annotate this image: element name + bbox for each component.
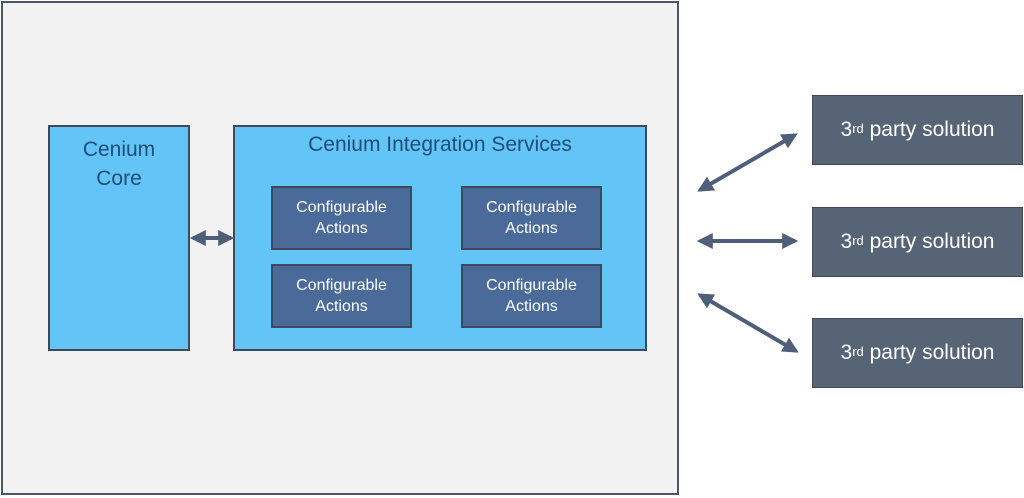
third-party-arrow-1 — [697, 133, 798, 192]
integration-services-box: Cenium Integration Services Configurable… — [233, 125, 647, 351]
action-label-line1: Configurable — [486, 199, 577, 216]
action-label-line2: Actions — [315, 298, 368, 315]
action-label-line1: Configurable — [486, 277, 577, 294]
action-label-line1: Configurable — [296, 199, 387, 216]
third-party-arrow-3 — [697, 293, 799, 353]
action-label-line2: Actions — [315, 220, 368, 237]
configurable-actions-box: Configurable Actions — [271, 186, 412, 250]
core-label-line1: Cenium — [82, 138, 156, 161]
third-party-text: party solution — [863, 118, 995, 141]
third-party-sup: rd — [852, 120, 864, 136]
third-party-num: 3 — [840, 118, 853, 141]
action-label-line2: Actions — [505, 220, 558, 237]
configurable-actions-box: Configurable Actions — [271, 264, 412, 328]
third-party-sup: rd — [852, 343, 864, 359]
cenium-core-box: Cenium Core — [48, 125, 190, 351]
services-title: Cenium Integration Services — [308, 133, 572, 156]
action-label-line2: Actions — [505, 298, 558, 315]
third-party-sup: rd — [852, 232, 864, 248]
third-party-num: 3 — [840, 230, 853, 253]
third-party-text: party solution — [863, 341, 995, 364]
third-party-text: party solution — [863, 230, 995, 253]
third-party-num: 3 — [840, 341, 853, 364]
configurable-actions-box: Configurable Actions — [461, 186, 602, 250]
configurable-actions-box: Configurable Actions — [461, 264, 602, 328]
core-label-line2: Core — [96, 167, 142, 190]
action-label-line1: Configurable — [296, 277, 387, 294]
